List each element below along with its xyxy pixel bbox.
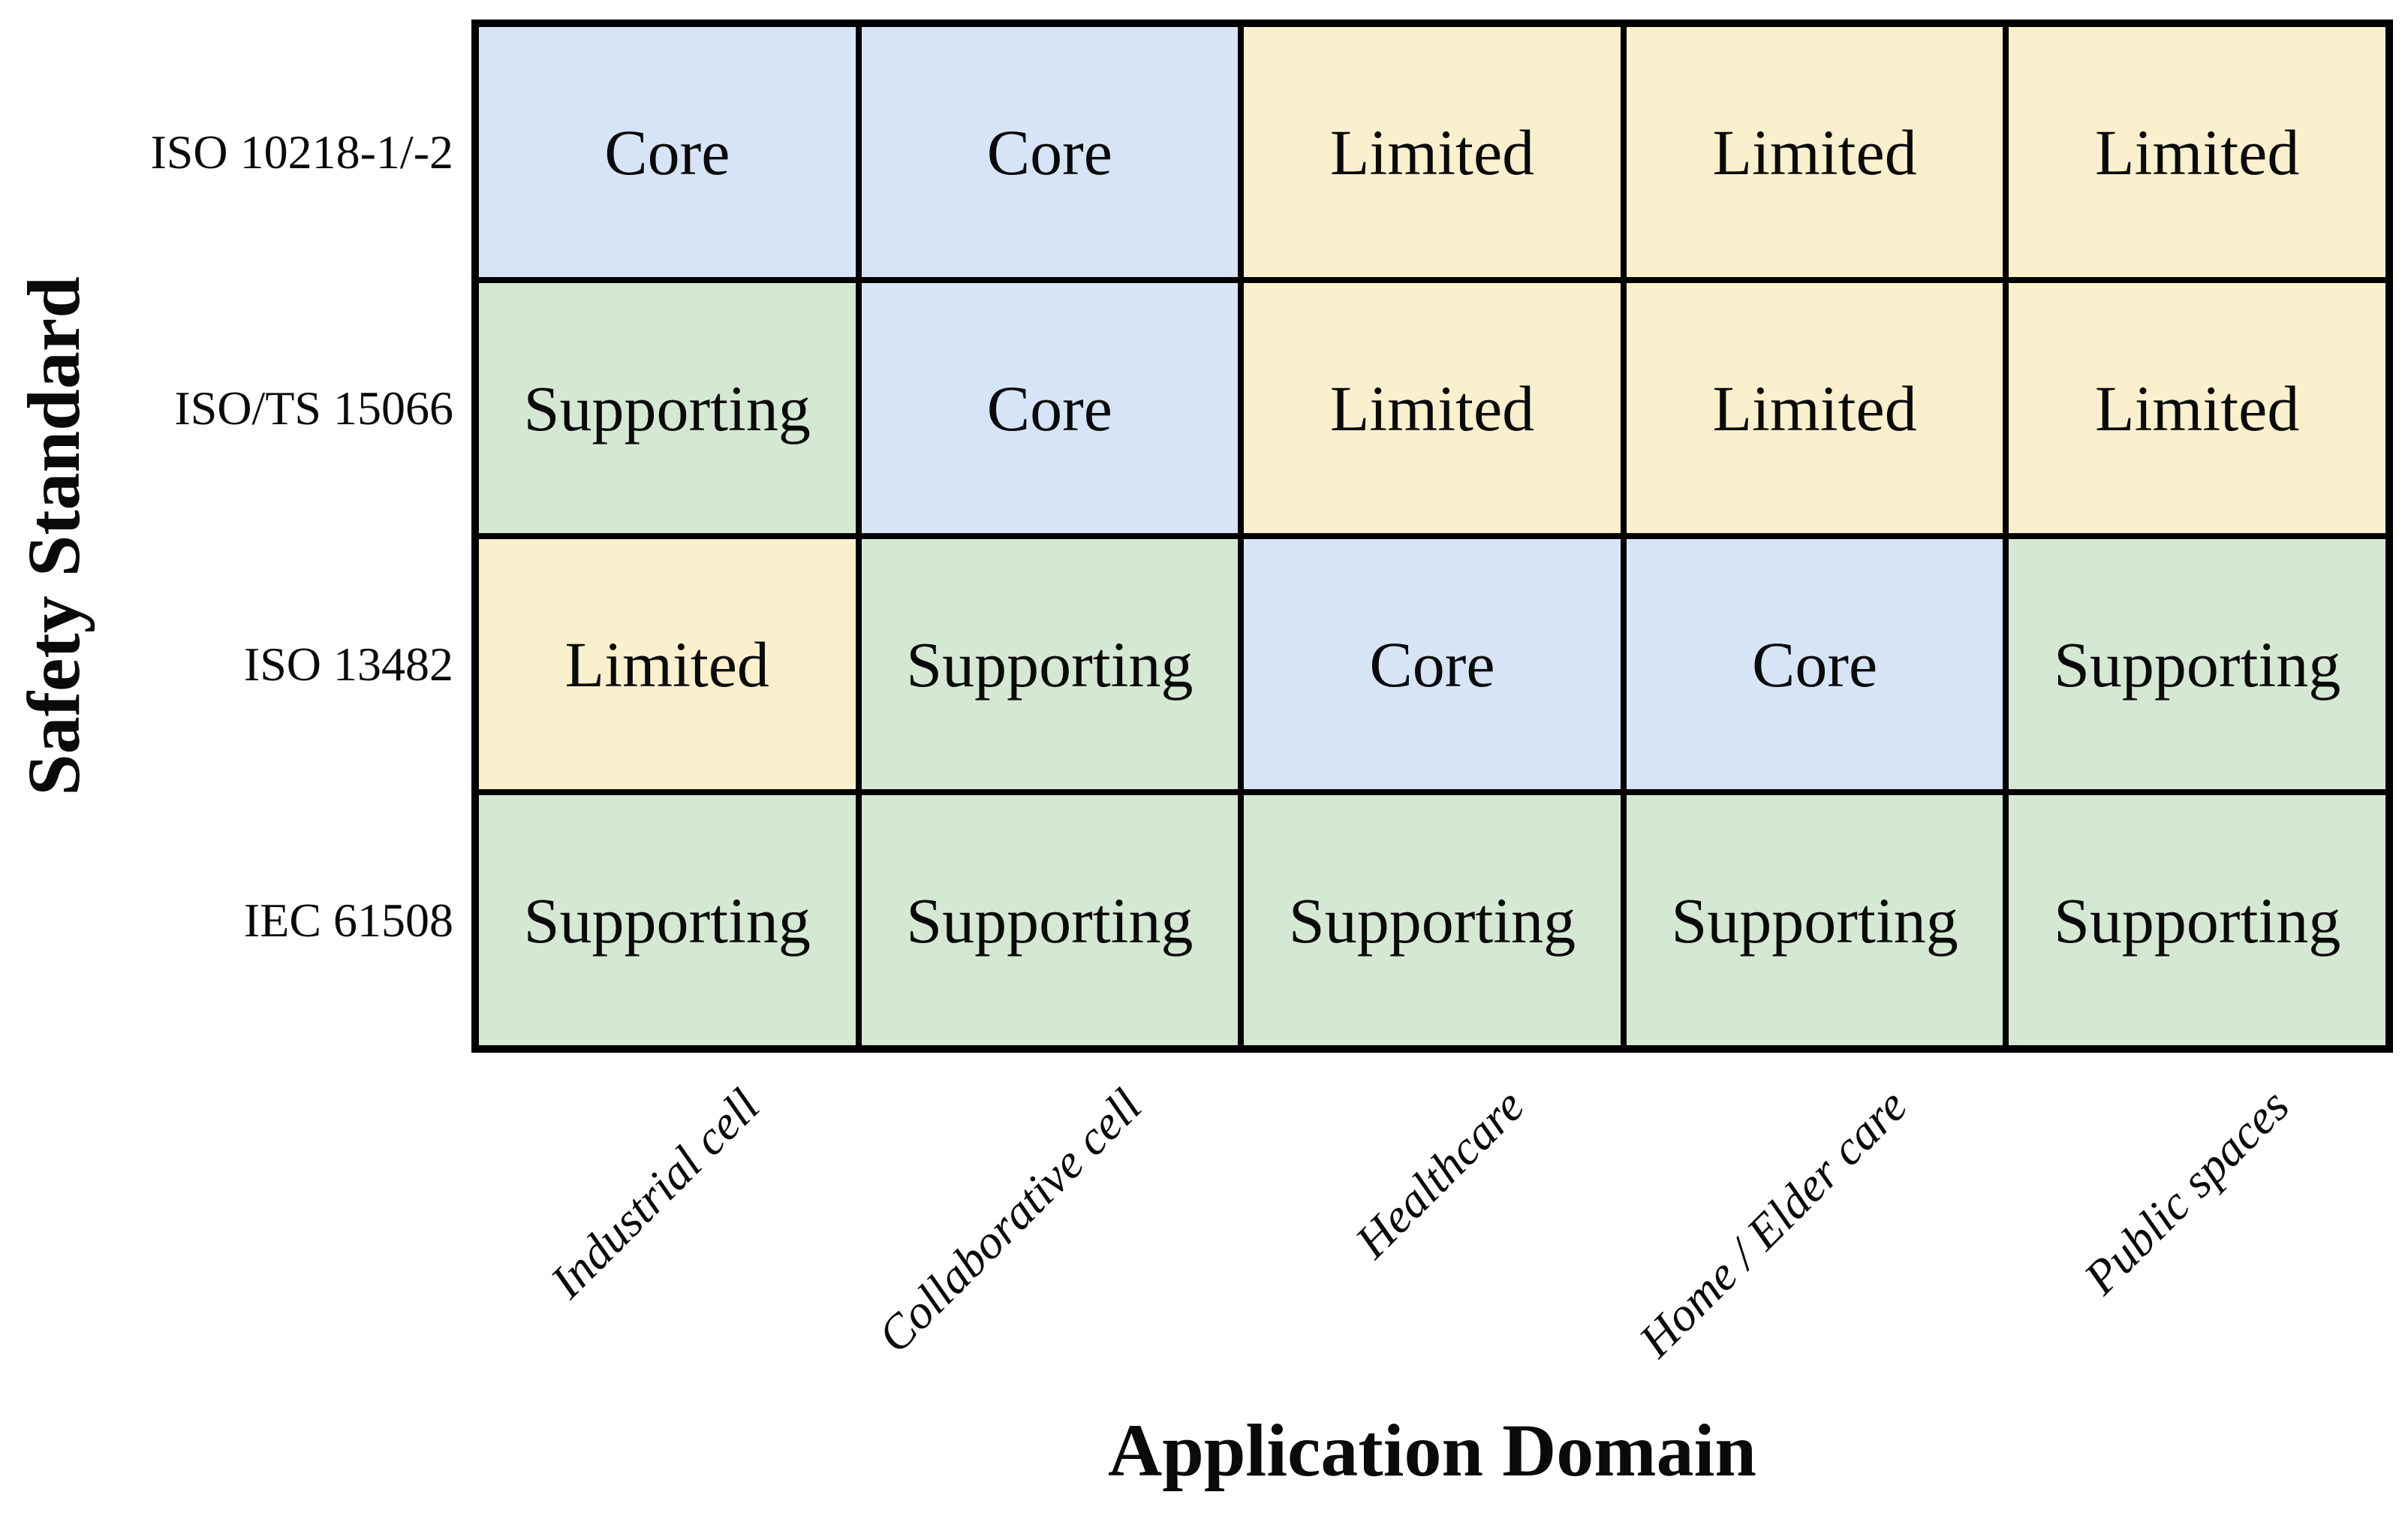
matrix-cell: Supporting: [1626, 795, 2003, 1045]
x-axis-title: Application Domain: [1107, 1409, 1756, 1492]
matrix-cell: Supporting: [2009, 795, 2385, 1045]
row-label: IEC 61508: [243, 893, 453, 947]
matrix-cell: Limited: [2009, 27, 2385, 277]
matrix-cell: Limited: [2009, 283, 2385, 533]
matrix-cell: Supporting: [2009, 539, 2385, 789]
row-label: ISO 13482: [243, 637, 453, 691]
matrix-cell: Core: [1244, 539, 1621, 789]
matrix-cell: Supporting: [1244, 795, 1621, 1045]
matrix-cell: Supporting: [479, 795, 856, 1045]
row-label: ISO 10218-1/-2: [150, 125, 453, 179]
matrix-cell: Core: [861, 27, 1239, 277]
y-axis-title: Safety Standard: [12, 276, 95, 796]
matrix-cell: Supporting: [479, 283, 856, 533]
matrix-cell: Supporting: [861, 539, 1239, 789]
matrix-cell: Core: [861, 283, 1239, 533]
matrix-cell: Limited: [1244, 27, 1621, 277]
row-label: ISO/TS 15066: [174, 381, 453, 435]
matrix-cell: Limited: [1626, 27, 2003, 277]
matrix-cell: Limited: [479, 539, 856, 789]
matrix-cell: Core: [479, 27, 856, 277]
matrix-cell: Supporting: [861, 795, 1239, 1045]
column-label: Healthcare: [1344, 1078, 1534, 1268]
matrix-cell: Limited: [1626, 283, 2003, 533]
column-label: Home / Elder care: [1628, 1078, 1917, 1367]
column-label: Industrial cell: [540, 1078, 769, 1309]
column-label: Collaborative cell: [868, 1078, 1152, 1363]
column-label: Public spaces: [2073, 1078, 2300, 1305]
matrix-cell: Limited: [1244, 283, 1621, 533]
matrix-cell: Core: [1626, 539, 2003, 789]
